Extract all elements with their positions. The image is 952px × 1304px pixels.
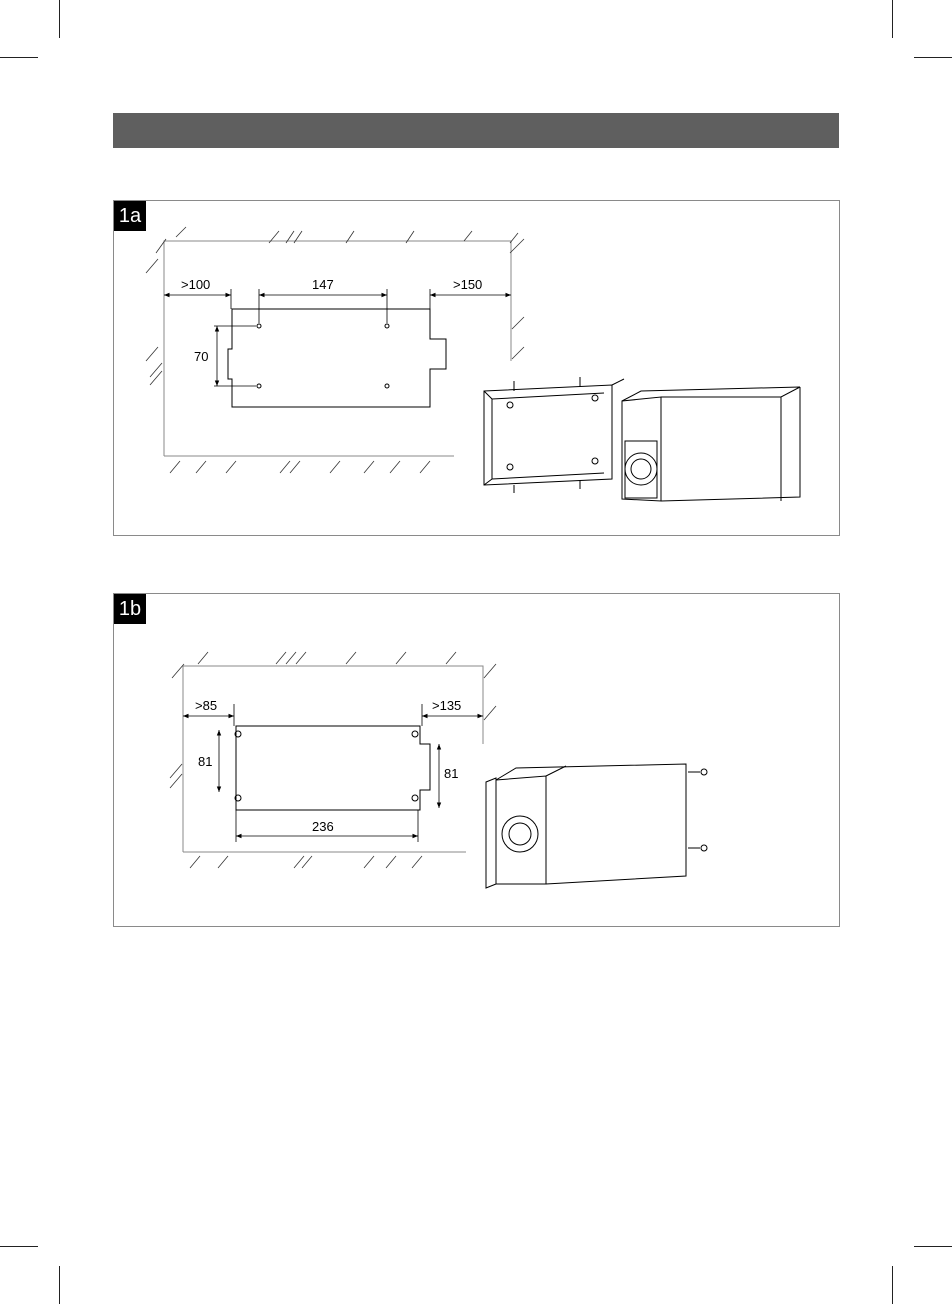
figure-1b-drawing: >85 >135 81 81 236 [114,594,839,926]
dim-right-clearance: >150 [453,277,482,292]
bracket-outline [235,726,430,810]
device-unit-illustration [622,387,800,501]
crop-mark [914,1246,952,1247]
bracket-outline [228,309,446,407]
dim-right-clearance: >135 [432,698,461,713]
dim-height-left: 81 [198,754,212,769]
section-header-bar [113,113,839,148]
dim-width: 236 [312,819,334,834]
figure-1b-panel: 1b [113,593,840,927]
dimension-lines [164,289,511,386]
crop-mark [892,0,893,38]
figure-1a-drawing: >100 147 >150 70 [114,201,839,535]
crop-mark [59,0,60,38]
figure-1a-panel: 1a [113,200,840,536]
crop-mark [0,1246,38,1247]
dim-hole-height: 70 [194,349,208,364]
dim-height-right: 81 [444,766,458,781]
dim-hole-spacing: 147 [312,277,334,292]
dim-left-clearance: >85 [195,698,217,713]
crop-mark [914,57,952,58]
mounting-bracket-illustration [484,377,624,493]
crop-mark [0,57,38,58]
wall-outline [164,241,511,456]
dim-left-clearance: >100 [181,277,210,292]
crop-mark [59,1266,60,1304]
crop-mark [892,1266,893,1304]
device-unit-illustration [486,764,707,888]
